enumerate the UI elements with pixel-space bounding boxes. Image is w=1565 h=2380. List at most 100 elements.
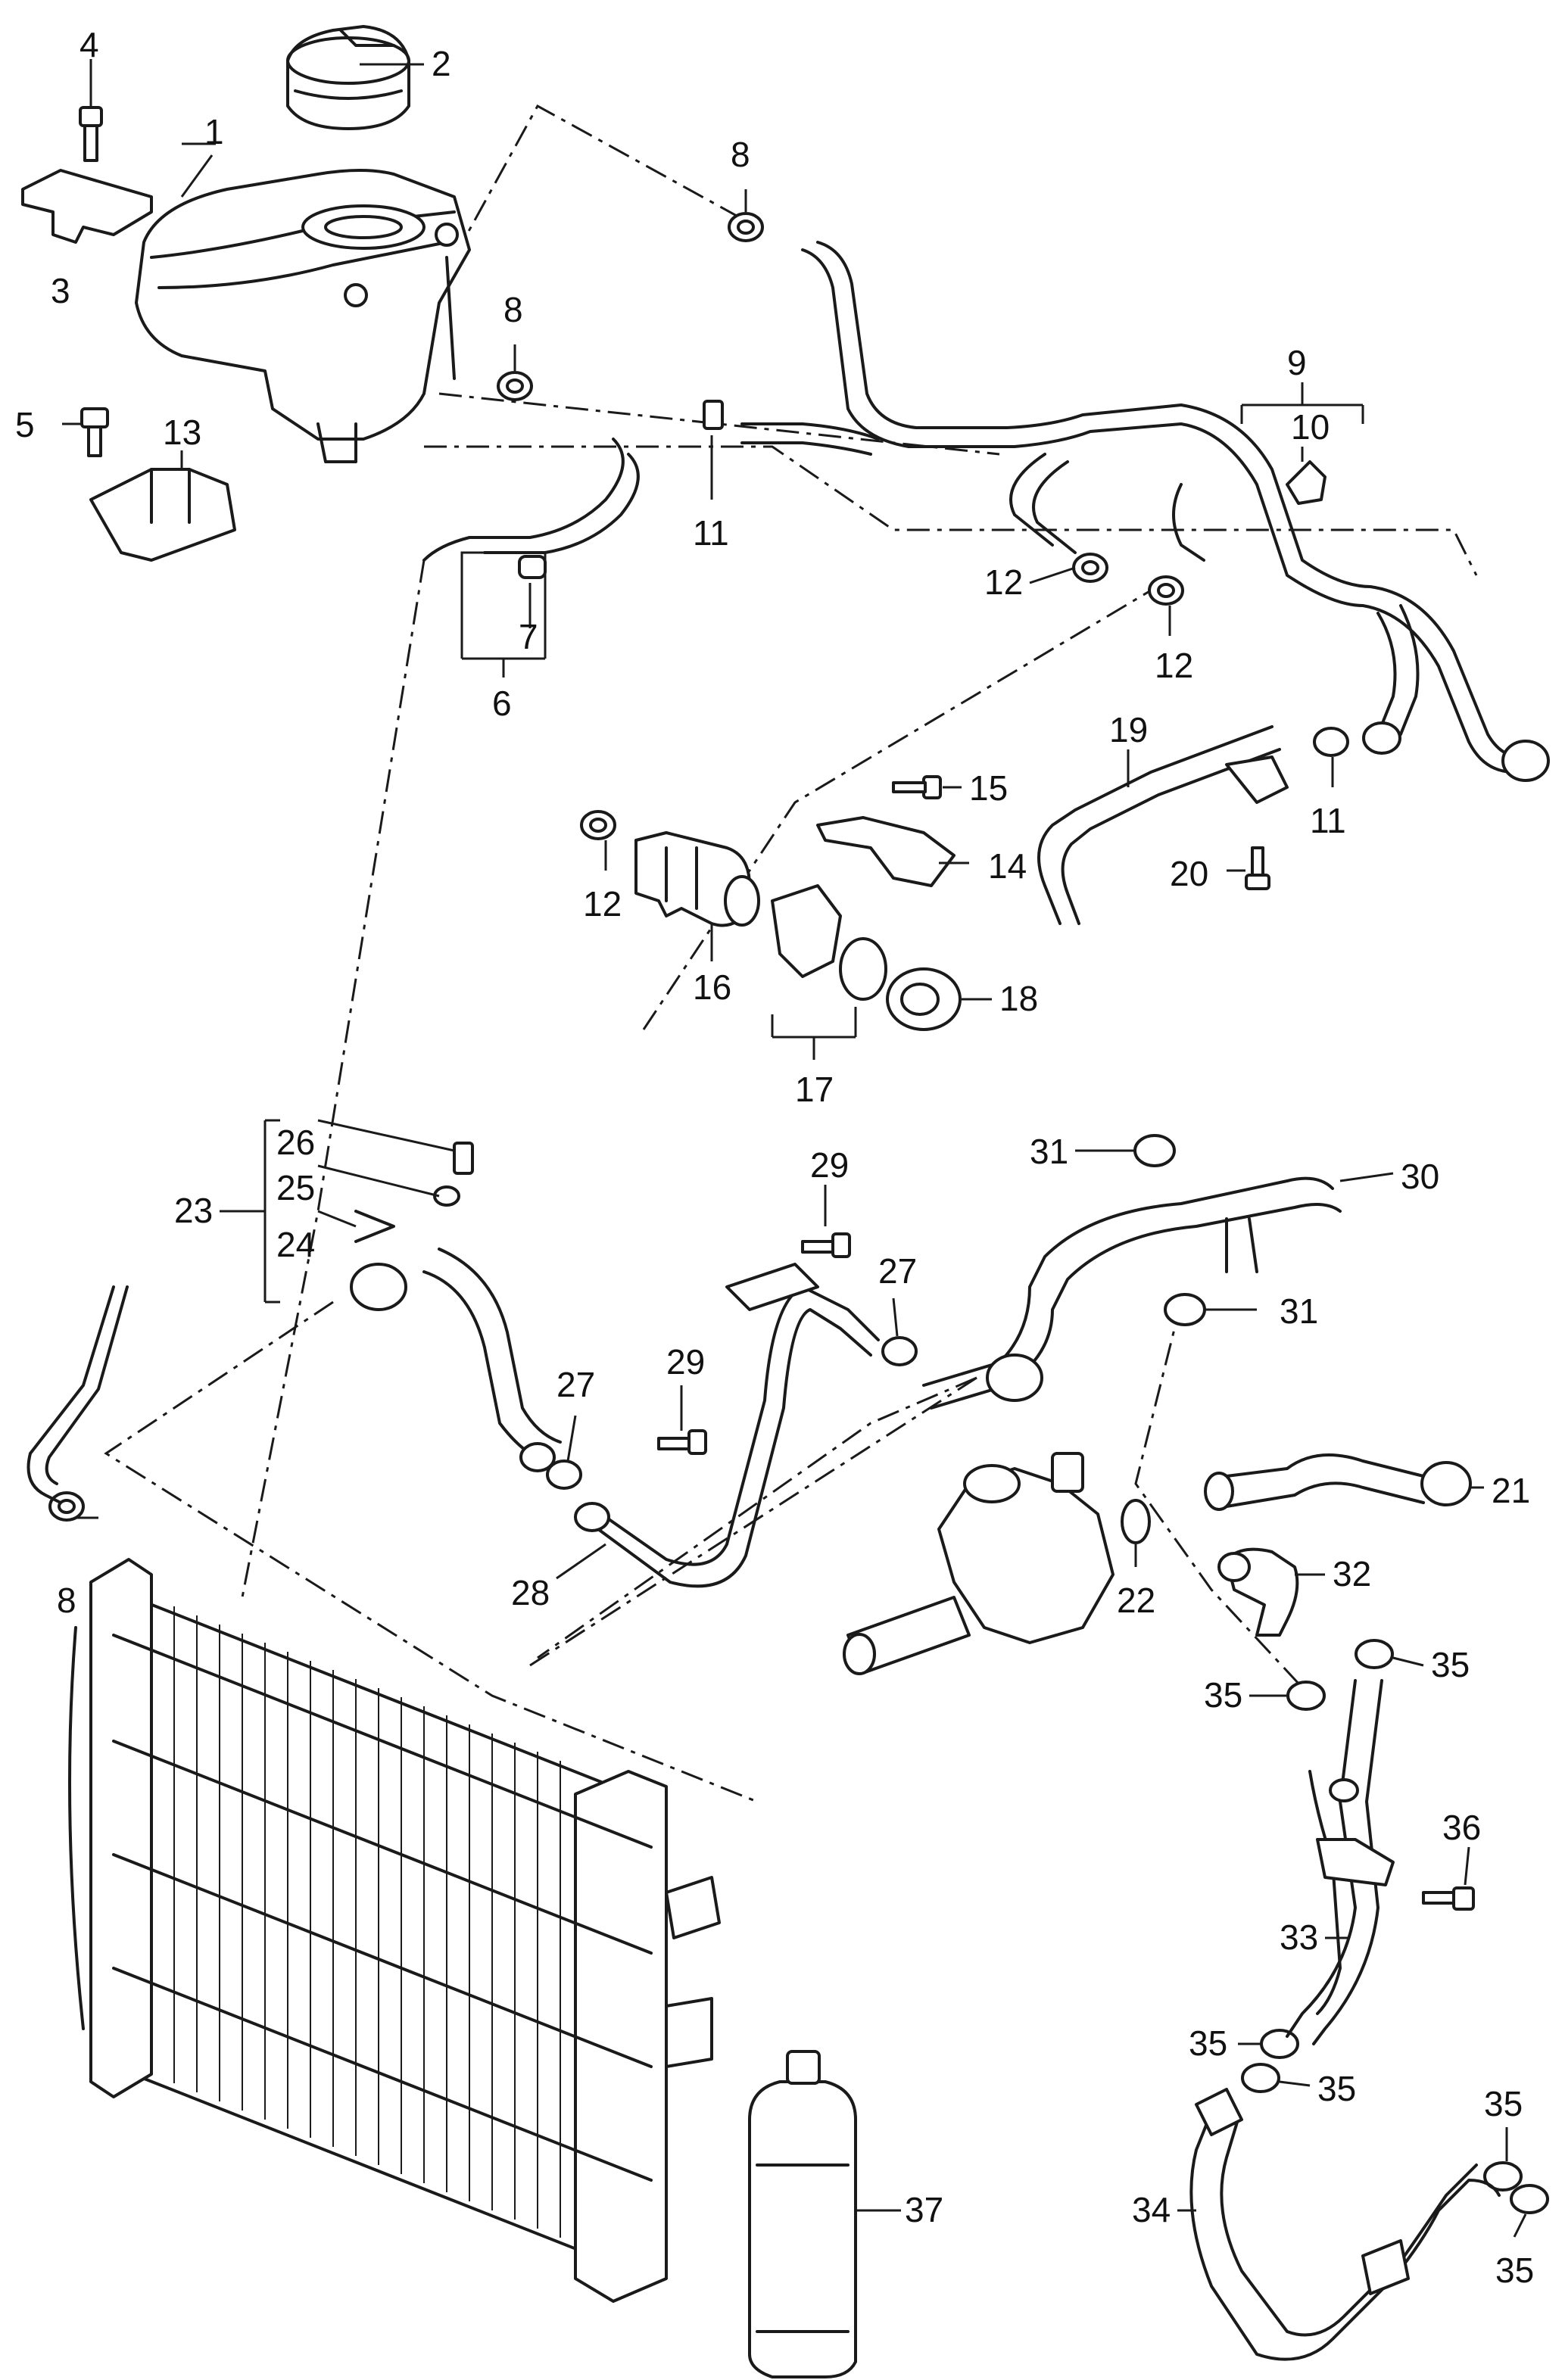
callout-12-right: 12 xyxy=(984,562,1023,602)
bolt-5 xyxy=(80,407,109,457)
connector-11-upper xyxy=(703,400,724,430)
coolant-pipe-28 xyxy=(574,1263,880,1588)
callout-26: 26 xyxy=(276,1123,315,1162)
expansion-tank xyxy=(135,169,471,463)
bolt-15 xyxy=(892,775,942,799)
assembly-lines xyxy=(104,104,1478,1803)
callout-36: 36 xyxy=(1442,1808,1481,1847)
callout-32: 32 xyxy=(1333,1554,1371,1593)
callout-11-upper: 11 xyxy=(693,513,729,553)
callout-16: 16 xyxy=(693,967,731,1007)
callout-22: 22 xyxy=(1117,1581,1155,1620)
bolt-29-upper xyxy=(801,1232,851,1258)
callout-28: 28 xyxy=(511,1573,550,1612)
callout-6: 6 xyxy=(492,684,512,723)
callout-25: 25 xyxy=(276,1168,315,1207)
bracket-14 xyxy=(816,816,956,887)
callout-37: 37 xyxy=(905,2190,943,2229)
callout-12-center: 12 xyxy=(1155,646,1193,685)
clamp-12-right xyxy=(1072,553,1108,583)
callout-8-lower: 8 xyxy=(57,1581,76,1620)
upper-radiator-hose-23 xyxy=(350,1142,562,1472)
callout-35-middle-upper: 35 xyxy=(1189,2023,1227,2063)
callout-34: 34 xyxy=(1132,2190,1171,2229)
auxiliary-water-pump-16 xyxy=(634,831,760,927)
callout-33: 33 xyxy=(1280,1917,1318,1957)
callout-10: 10 xyxy=(1291,407,1330,447)
callout-12-left: 12 xyxy=(583,884,622,924)
callout-24: 24 xyxy=(276,1225,315,1264)
callout-31-upper: 31 xyxy=(1030,1132,1068,1171)
callout-9: 9 xyxy=(1287,343,1307,382)
hose-assembly-9 xyxy=(740,241,1550,782)
callout-35-top-right: 35 xyxy=(1431,1645,1470,1684)
bracket-3 xyxy=(21,169,153,244)
pump-mount-17 xyxy=(771,884,887,1001)
callout-2: 2 xyxy=(432,44,451,83)
clamp-31-upper xyxy=(1133,1134,1176,1167)
coolant-hose-32 xyxy=(1217,1547,1299,1637)
callout-1: 1 xyxy=(204,112,224,151)
bolt-36 xyxy=(1422,1886,1475,1911)
bracket-13 xyxy=(89,468,236,562)
clamp-8-upper xyxy=(728,212,764,242)
overflow-hose-6 xyxy=(422,438,640,562)
callout-8-upper: 8 xyxy=(731,135,750,174)
callout-5: 5 xyxy=(15,405,35,444)
callout-27-right: 27 xyxy=(878,1251,917,1291)
clamp-12-left xyxy=(580,810,616,840)
clip-7 xyxy=(518,555,547,579)
clamp-27-left xyxy=(546,1459,582,1490)
coolant-pipe-19 xyxy=(1037,725,1289,925)
clamp-35-middle-upper xyxy=(1260,2029,1299,2059)
callout-18: 18 xyxy=(999,979,1038,1018)
expansion-tank-cap xyxy=(286,25,410,130)
callout-35-lower-lower: 35 xyxy=(1495,2251,1534,2290)
coolant-hose-34 xyxy=(1189,2088,1501,2361)
callout-35-lower-upper: 35 xyxy=(1484,2084,1523,2123)
clamp-35-lower-lower xyxy=(1510,2184,1549,2214)
callout-27-left: 27 xyxy=(556,1365,595,1404)
callout-31-lower: 31 xyxy=(1280,1291,1318,1331)
clamp-8-lower xyxy=(48,1491,85,1522)
bolt-4 xyxy=(79,106,103,162)
callout-35-middle-lower: 35 xyxy=(1317,2069,1356,2108)
callout-17: 17 xyxy=(795,1070,834,1109)
clamp-35-lower-upper xyxy=(1483,2161,1523,2192)
clamp-8-middle xyxy=(497,371,533,401)
callout-21: 21 xyxy=(1492,1471,1530,1510)
clamp-27-right xyxy=(881,1336,918,1366)
callout-13: 13 xyxy=(163,413,201,452)
callout-29-upper: 29 xyxy=(810,1145,849,1185)
radiator xyxy=(68,1558,721,2303)
short-hose-branch xyxy=(1009,453,1205,562)
clamp-35-top-right xyxy=(1355,1639,1394,1669)
callout-4: 4 xyxy=(79,25,99,64)
callout-35-top-left: 35 xyxy=(1204,1675,1242,1715)
clamp-11-lower xyxy=(1313,727,1349,757)
coolant-hose-21 xyxy=(1204,1453,1472,1511)
bolt-20 xyxy=(1245,846,1270,890)
callout-20: 20 xyxy=(1170,854,1208,893)
coolant-bottle xyxy=(748,2050,857,2378)
clamp-31-lower xyxy=(1164,1293,1206,1326)
callout-7: 7 xyxy=(519,617,538,656)
callout-11-lower: 11 xyxy=(1310,801,1346,840)
mount-ring-18 xyxy=(886,967,962,1031)
thermostat-housing xyxy=(843,1452,1115,1675)
callout-3: 3 xyxy=(51,271,70,310)
coolant-hose-30 xyxy=(922,1176,1342,1410)
clamp-35-top-left xyxy=(1286,1681,1326,1711)
callout-labels: 1 2 3 4 5 6 7 8 8 8 9 10 11 11 12 12 12 … xyxy=(15,25,1534,2290)
clip-10 xyxy=(1286,460,1327,505)
leader-lines xyxy=(62,59,1527,2238)
callout-30: 30 xyxy=(1401,1157,1439,1196)
clamp-22 xyxy=(1121,1499,1151,1544)
callout-14: 14 xyxy=(988,846,1027,886)
callout-15: 15 xyxy=(969,768,1008,808)
bleed-hose xyxy=(26,1285,129,1504)
clamp-35-middle-lower xyxy=(1241,2063,1280,2093)
callout-23: 23 xyxy=(174,1191,213,1230)
bolt-29-lower xyxy=(657,1429,707,1455)
